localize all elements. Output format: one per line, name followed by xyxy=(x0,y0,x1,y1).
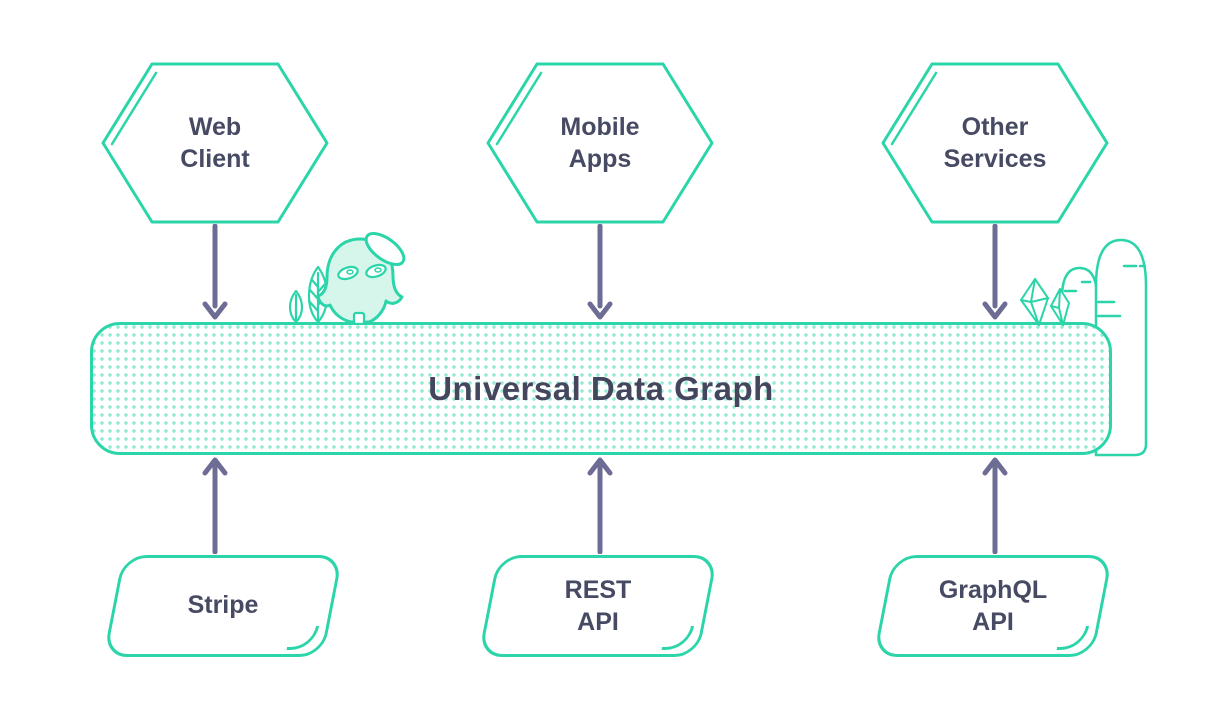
node-label-line: Client xyxy=(180,144,250,173)
mascot-icon xyxy=(288,232,406,325)
node-label: GraphQL API xyxy=(886,558,1100,654)
mascot-foot xyxy=(352,311,366,325)
node-stripe: Stripe xyxy=(103,555,343,657)
hexagon-accent-line xyxy=(495,71,543,146)
hexagon-accent-line xyxy=(890,71,938,146)
hub-bar: Universal Data Graph xyxy=(90,322,1112,455)
arrow-up-icon xyxy=(202,457,228,554)
node-label: Web Client xyxy=(100,61,330,225)
arrow-up-icon xyxy=(587,457,613,554)
node-rest-api: REST API xyxy=(478,555,718,657)
mascot-eyes xyxy=(337,263,387,281)
leaf-icon xyxy=(288,265,329,325)
node-label-line: API xyxy=(577,607,619,636)
hexagon-accent-line xyxy=(110,71,158,146)
crystal-icon xyxy=(1020,278,1070,326)
node-label-line: GraphQL xyxy=(938,575,1048,604)
hexagon-outline xyxy=(486,62,714,224)
node-label: Stripe xyxy=(116,558,330,654)
node-label: REST API xyxy=(491,558,705,654)
node-label-line: Mobile xyxy=(560,112,640,141)
node-label-line: Apps xyxy=(568,144,632,173)
hexagon-outline xyxy=(881,62,1109,224)
node-label: Mobile Apps xyxy=(485,61,715,225)
node-graphql-api: GraphQL API xyxy=(873,555,1113,657)
node-label: Other Services xyxy=(880,61,1110,225)
node-label-line: Services xyxy=(943,144,1047,173)
arrow-up-icon xyxy=(982,457,1008,554)
halo-icon xyxy=(364,232,406,266)
node-label-line: Other xyxy=(961,112,1029,141)
node-label-line: Web xyxy=(188,112,242,141)
node-other-services: Other Services xyxy=(880,61,1110,225)
node-web-client: Web Client xyxy=(100,61,330,225)
arrow-down-icon xyxy=(982,224,1008,320)
node-mobile-apps: Mobile Apps xyxy=(485,61,715,225)
arrow-down-icon xyxy=(587,224,613,320)
hub-title: Universal Data Graph xyxy=(428,369,774,407)
node-label-line: REST xyxy=(564,575,632,604)
arrow-down-icon xyxy=(202,224,228,320)
node-label-line: API xyxy=(972,607,1014,636)
hexagon-outline xyxy=(101,62,329,224)
hill-dashes xyxy=(1063,264,1147,318)
node-label-line: Stripe xyxy=(187,591,259,619)
